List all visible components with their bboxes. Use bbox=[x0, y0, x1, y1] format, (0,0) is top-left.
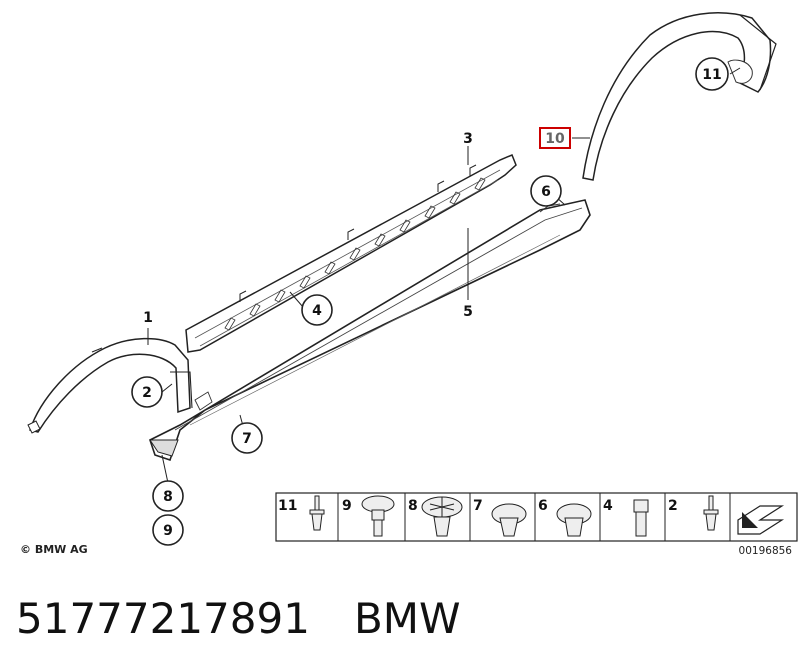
expanding-clip-icon bbox=[421, 496, 463, 537]
svg-text:6: 6 bbox=[538, 498, 548, 514]
side-sill-cover[interactable] bbox=[149, 199, 591, 462]
sill-inner-panel[interactable] bbox=[185, 154, 517, 353]
svg-text:4: 4 bbox=[312, 303, 322, 319]
blind-rivet-icon bbox=[309, 495, 325, 531]
callout-3[interactable]: 3 bbox=[463, 131, 473, 147]
strip-item-7[interactable]: 7 bbox=[473, 498, 527, 537]
sill-panel-clip-slots bbox=[224, 177, 486, 331]
callout-4[interactable]: 4 bbox=[301, 294, 333, 326]
callout-9[interactable]: 9 bbox=[152, 514, 184, 546]
svg-text:7: 7 bbox=[242, 431, 252, 447]
direction-arrow-icon bbox=[737, 505, 785, 535]
svg-text:10: 10 bbox=[545, 131, 565, 147]
svg-text:11: 11 bbox=[702, 67, 721, 83]
callout-10[interactable]: 10 bbox=[539, 127, 571, 149]
strip-item-8[interactable]: 8 bbox=[408, 496, 463, 537]
callout-1[interactable]: 1 bbox=[143, 310, 153, 326]
trim-clip-icon bbox=[556, 503, 592, 537]
callout-7[interactable]: 7 bbox=[231, 422, 263, 454]
wheel-arch-trim-front[interactable] bbox=[27, 337, 193, 434]
svg-text:4: 4 bbox=[603, 498, 613, 514]
callout-2[interactable]: 2 bbox=[131, 376, 163, 408]
button-head-screw-icon bbox=[361, 495, 395, 537]
svg-text:7: 7 bbox=[473, 498, 483, 514]
diagram-code: 00196856 bbox=[739, 545, 793, 557]
svg-text:11: 11 bbox=[278, 498, 297, 514]
push-clip-icon bbox=[491, 503, 527, 537]
callout-6[interactable]: 6 bbox=[530, 175, 562, 207]
svg-text:2: 2 bbox=[668, 498, 678, 514]
blind-rivet-small-icon bbox=[703, 495, 719, 531]
strip-item-4[interactable]: 4 bbox=[603, 498, 649, 537]
svg-text:9: 9 bbox=[163, 523, 173, 539]
copyright-label: © BMW AG bbox=[20, 543, 88, 556]
parts-diagram: 1 3 5 10 2 4 6 7 8 9 11 © BMW AG bbox=[20, 12, 798, 557]
part-number: 51777217891 bbox=[16, 594, 310, 643]
wheel-arch-trim-rear[interactable] bbox=[582, 12, 777, 181]
callout-8[interactable]: 8 bbox=[152, 480, 184, 512]
strip-item-2[interactable]: 2 bbox=[668, 495, 719, 531]
callout-10-highlight-box bbox=[539, 127, 571, 149]
fastener-strip bbox=[275, 492, 798, 542]
strip-item-9[interactable]: 9 bbox=[342, 495, 395, 537]
hex-bolt-icon bbox=[633, 499, 649, 537]
strip-item-6[interactable]: 6 bbox=[538, 498, 592, 537]
svg-text:8: 8 bbox=[163, 489, 173, 505]
part-caption: 51777217891 BMW bbox=[16, 584, 461, 654]
svg-text:2: 2 bbox=[142, 385, 152, 401]
svg-text:9: 9 bbox=[342, 498, 352, 514]
svg-text:6: 6 bbox=[541, 184, 551, 200]
callout-11[interactable]: 11 bbox=[695, 57, 729, 91]
svg-text:8: 8 bbox=[408, 498, 418, 514]
leader-lines bbox=[147, 67, 741, 484]
strip-item-11[interactable]: 11 bbox=[278, 495, 325, 531]
callout-5[interactable]: 5 bbox=[463, 304, 473, 320]
brand-label: BMW bbox=[353, 594, 461, 643]
